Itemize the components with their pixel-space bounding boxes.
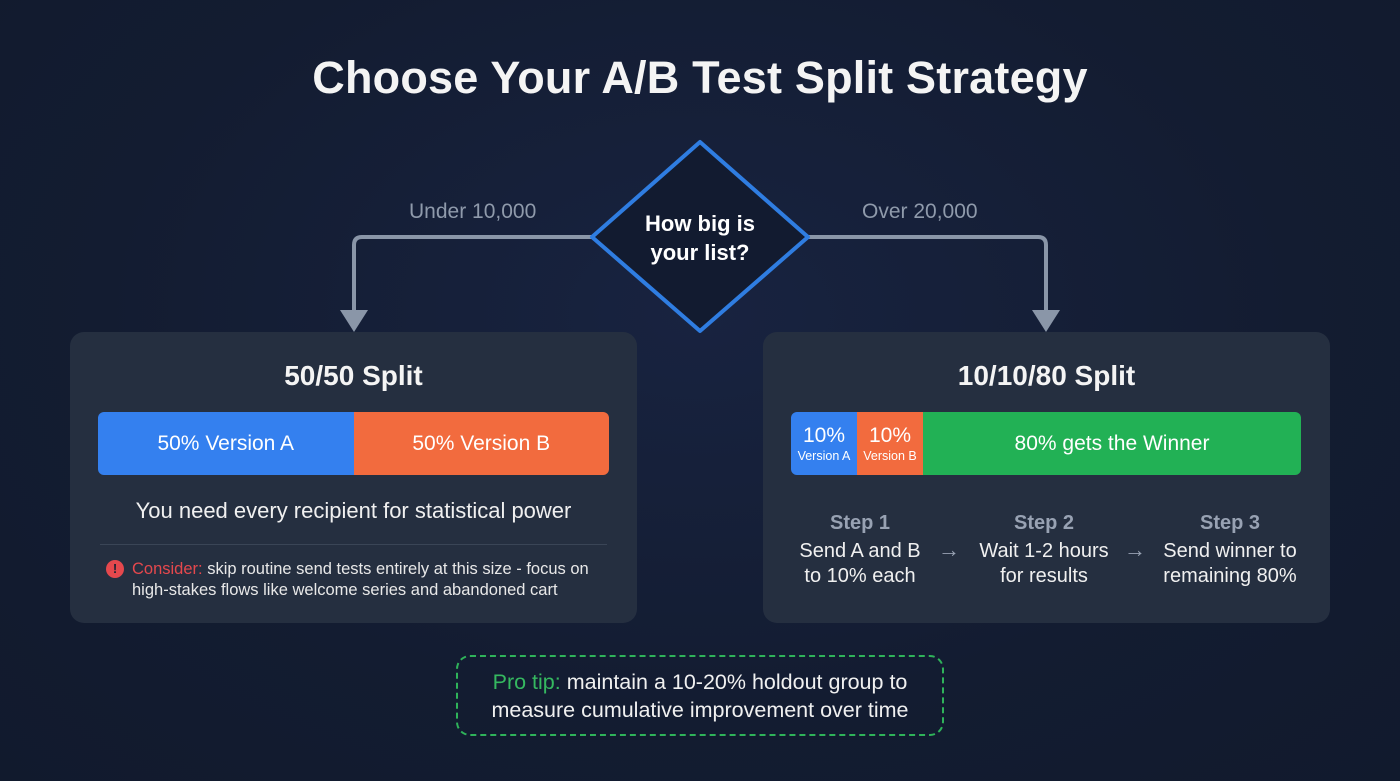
exclamation-icon: ! [106,560,124,578]
page-title: Choose Your A/B Test Split Strategy [312,52,1088,103]
warning-callout: ! Consider: skip routine send tests enti… [106,559,626,601]
segment-version-a: 10% Version A [791,412,857,475]
pro-tip-callout: Pro tip: maintain a 10-20% holdout group… [456,655,944,736]
step-line: Wait 1-2 hours [979,540,1109,562]
step-3: Step 3 Send winner to remaining 80% [1135,512,1325,589]
decision-question: How big is your list? [600,209,800,267]
arrow-right-icon: → [938,537,960,562]
left-connector [352,235,592,312]
step-2: Step 2 Wait 1-2 hours for results [949,512,1139,589]
warning-key: Consider: [132,560,203,578]
step-1: Step 1 Send A and B to 10% each [765,512,955,589]
branch-label-large: Over 20,000 [862,200,978,223]
warning-text-wrap: Consider: skip routine send tests entire… [106,559,626,601]
step-title: Step 2 [1013,512,1075,534]
step-line: Send winner to [1163,540,1297,562]
step-body: Wait 1-2 hours for results [949,539,1139,589]
segment-label: 50% Version B [412,431,551,455]
segment-version-b: 10% Version B [857,412,923,475]
question-line-1: How big is [645,211,755,236]
segment-label: 50% Version A [157,431,295,455]
split-bar-50-50: 50% Version A 50% Version B [98,412,609,475]
split-bar-10-10-80: 10% Version A 10% Version B 80% gets the… [791,412,1301,475]
segment-label: Version B [863,449,917,463]
card-note: You need every recipient for statistical… [135,498,572,523]
warning-text: skip routine send tests entirely at this… [132,560,589,599]
step-body: Send winner to remaining 80% [1135,539,1325,589]
branch-label-small: Under 10,000 [409,200,537,223]
right-arrowhead [1032,310,1060,332]
segment-winner: 80% gets the Winner [923,412,1301,475]
right-connector [808,235,1048,312]
card-50-50-split: 50/50 Split 50% Version A 50% Version B … [70,332,637,623]
card-10-10-80-split: 10/10/80 Split 10% Version A 10% Version… [763,332,1330,623]
card-title: 50/50 Split [284,360,423,391]
pro-tip-key: Pro tip: [492,669,561,694]
arrow-right-icon: → [1124,537,1146,562]
decision-diamond [590,140,810,333]
segment-label: Version A [797,449,851,463]
question-line-2: your list? [650,240,750,265]
pro-tip-text: maintain a 10-20% holdout group to measu… [491,669,909,722]
step-line: Send A and B [799,540,921,562]
step-line: remaining 80% [1163,565,1297,587]
segment-value: 80% gets the Winner [1014,431,1210,455]
segment-version-a: 50% Version A [98,412,354,475]
left-arrowhead [340,310,368,332]
step-body: Send A and B to 10% each [765,539,955,589]
segment-version-b: 50% Version B [353,412,609,475]
card-title: 10/10/80 Split [957,360,1136,391]
segment-value: 10% [868,424,912,447]
pro-tip-text-wrap: Pro tip: maintain a 10-20% holdout group… [458,668,942,724]
divider [100,544,607,545]
step-line: to 10% each [804,565,916,587]
step-title: Step 3 [1199,512,1261,534]
segment-value: 10% [802,424,846,447]
step-title: Step 1 [829,512,891,534]
step-line: for results [1000,565,1088,587]
